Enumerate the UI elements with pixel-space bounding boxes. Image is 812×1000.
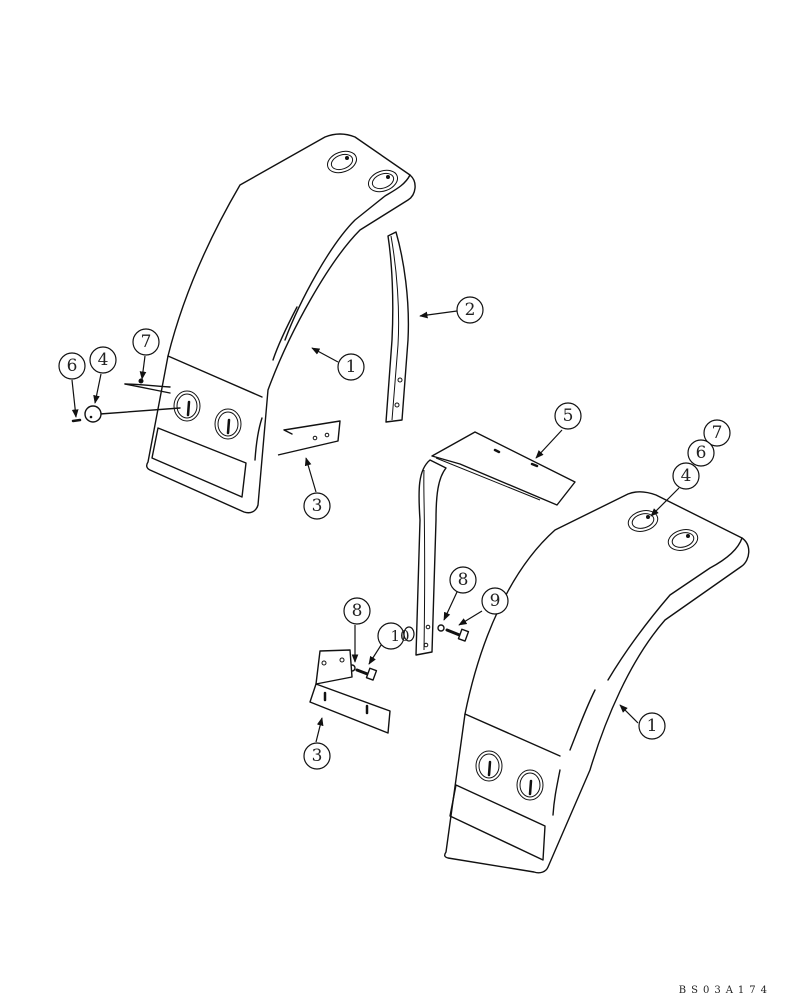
callout-5: 5 <box>554 402 582 430</box>
callout-4-right: 4 <box>672 462 700 490</box>
callout-4-left: 4 <box>89 346 117 374</box>
svg-text:4: 4 <box>98 350 109 370</box>
svg-text:6: 6 <box>696 443 707 463</box>
svg-text:1: 1 <box>346 357 357 377</box>
svg-text:3: 3 <box>312 496 323 516</box>
callout-1-left: 1 <box>337 353 365 381</box>
callout-8-right: 8 <box>449 566 477 594</box>
drawing-id: BS03A174 <box>678 985 772 996</box>
svg-text:1: 1 <box>647 716 658 736</box>
svg-text:4: 4 <box>681 466 692 486</box>
fender-support-right <box>415 431 576 656</box>
callout-6-left: 6 <box>58 352 86 380</box>
callout-1-right: 1 <box>638 712 666 740</box>
bracket-right <box>309 649 391 734</box>
svg-text:5: 5 <box>563 406 574 426</box>
callout-8-bracket: 8 <box>343 597 371 625</box>
svg-text:9: 9 <box>490 591 501 611</box>
svg-text:7: 7 <box>712 423 723 443</box>
bracket-left <box>277 420 341 456</box>
fender-right <box>444 491 750 874</box>
callout-3-left: 3 <box>303 492 331 520</box>
callout-6-right: 6 <box>687 439 715 467</box>
svg-text:8: 8 <box>458 570 469 590</box>
svg-text:2: 2 <box>465 300 476 320</box>
callout-9: 9 <box>481 587 509 615</box>
fender-left <box>71 133 416 514</box>
svg-text:8: 8 <box>352 601 363 621</box>
callout-3-right: 3 <box>303 742 331 770</box>
leader-lines <box>71 310 680 743</box>
callout-7-left: 7 <box>132 328 160 356</box>
svg-text:10: 10 <box>390 627 409 645</box>
svg-text:6: 6 <box>67 356 78 376</box>
hardware <box>348 624 470 681</box>
svg-text:7: 7 <box>141 332 152 352</box>
fender-support-left <box>385 231 410 423</box>
callout-7-right: 7 <box>703 419 731 447</box>
callout-2: 2 <box>456 296 484 324</box>
svg-text:3: 3 <box>312 746 323 766</box>
callout-10: 10 <box>377 622 415 650</box>
